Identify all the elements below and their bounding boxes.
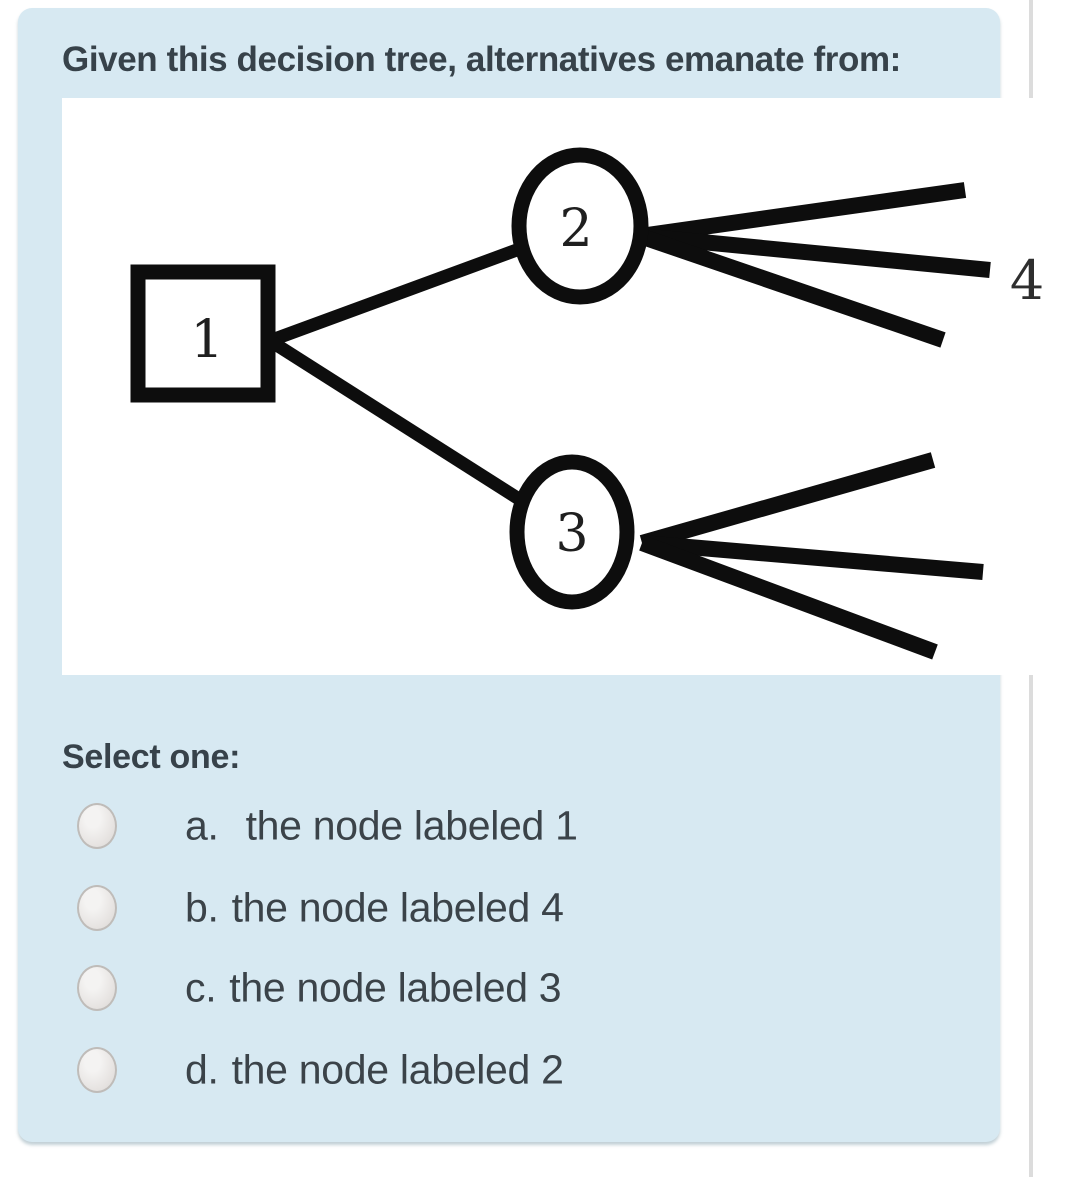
chance-node-top (511, 147, 649, 305)
option-d-text: the node labeled 2 (231, 1046, 564, 1093)
option-d-label[interactable]: d. the node labeled 2 (185, 1047, 564, 1094)
chance-node-bottom (509, 454, 635, 610)
edge-3-branch-down (639, 535, 938, 660)
edge-3-branch-mid (641, 535, 984, 580)
edge-2-branch-down (637, 228, 946, 348)
node-label-1: 1 (190, 310, 223, 370)
option-c-label[interactable]: c. the node labeled 3 (185, 964, 562, 1012)
option-b-label[interactable]: b. the node labeled 4 (185, 885, 564, 932)
answer-option-a[interactable]: a. the node labeled 1 (0, 799, 982, 853)
option-a-text: the node labeled 1 (245, 802, 578, 849)
decision-node-square (130, 264, 276, 403)
decision-tree-svg: 1 2 3 4 (130, 147, 1044, 660)
option-b-text: the node labeled 4 (231, 884, 564, 931)
node-label-2: 2 (559, 199, 592, 259)
option-a-label[interactable]: a. the node labeled 1 (185, 803, 578, 850)
select-one-prompt: Select one: (62, 738, 241, 776)
edge-3-branch-up (639, 452, 936, 551)
edge-2-branch-mid (639, 228, 991, 278)
option-c-text: the node labeled 3 (229, 964, 562, 1011)
answer-option-c[interactable]: c. the node labeled 3 (0, 961, 982, 1015)
option-a-letter: a. (185, 802, 219, 849)
decision-tree-image: 1 2 3 4 (62, 98, 1080, 675)
node-label-4: 4 (1010, 249, 1044, 312)
answer-option-d[interactable]: d. the node labeled 2 (0, 1043, 982, 1097)
question-title: Given this decision tree, alternatives e… (62, 40, 901, 79)
radio-button-c[interactable] (77, 965, 117, 1011)
answer-option-b[interactable]: b. the node labeled 4 (0, 881, 982, 935)
radio-button-d[interactable] (77, 1047, 117, 1093)
radio-button-a[interactable] (77, 803, 117, 849)
radio-button-b[interactable] (77, 885, 117, 931)
option-d-letter: d. (185, 1046, 219, 1093)
node-label-3: 3 (555, 504, 588, 564)
edge-2-branch-up (638, 182, 967, 244)
option-c-letter: c. (185, 964, 217, 1011)
option-b-letter: b. (185, 884, 219, 931)
